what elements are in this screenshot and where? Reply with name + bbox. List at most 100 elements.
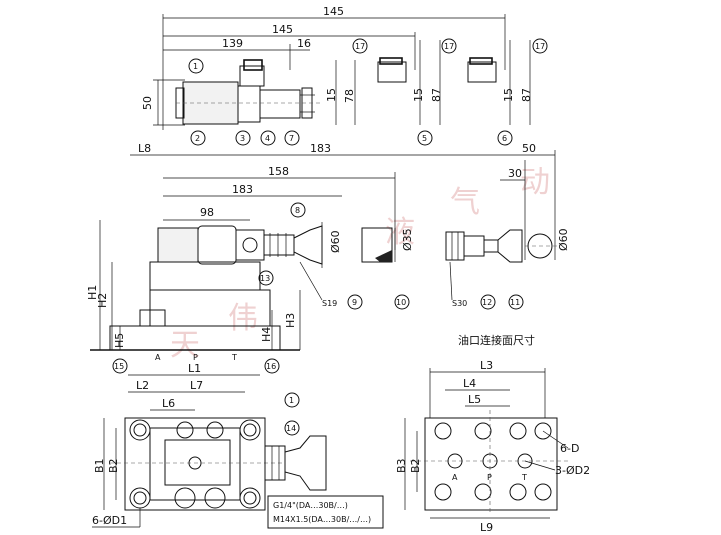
dim-145: 145 — [272, 23, 293, 36]
svg-text:17: 17 — [355, 42, 365, 51]
dim-L2: L2 — [136, 379, 149, 392]
watermark-char: 伟 — [228, 301, 258, 336]
svg-text:15: 15 — [114, 362, 124, 371]
dim-L9: L9 — [480, 521, 493, 534]
balloon: 17 — [441, 38, 457, 54]
dim-158: 158 — [268, 165, 289, 178]
balloon: 11 — [508, 294, 524, 310]
dim-H5: H5 — [113, 333, 126, 348]
svg-text:16: 16 — [266, 362, 276, 371]
dim-50-left: 50 — [141, 96, 154, 110]
balloon: 7 — [284, 130, 300, 146]
dim-H3: H3 — [284, 313, 297, 328]
watermark-char: 动 — [520, 165, 550, 200]
dim-15-a: 15 — [325, 88, 338, 102]
dim-L3: L3 — [480, 359, 493, 372]
balloon: 17 — [532, 38, 548, 54]
dim-50-right: 50 — [522, 142, 536, 155]
svg-text:17: 17 — [444, 42, 454, 51]
dim-B2: B2 — [107, 458, 120, 473]
plan-view-group: L1 L2 L7 L6 B1 B2 6-ØD1 — [92, 362, 384, 529]
valve-front-body — [157, 227, 199, 263]
port-T-label: T — [231, 353, 237, 362]
plan-knob — [284, 435, 327, 491]
svg-text:1: 1 — [289, 396, 294, 405]
balloon: 6 — [497, 130, 513, 146]
dim-S30: S30 — [452, 299, 467, 308]
dim-H1: H1 — [86, 285, 99, 300]
dim-L8: L8 — [138, 142, 151, 155]
balloon: 4 — [260, 130, 276, 146]
svg-text:4: 4 — [265, 134, 270, 143]
dim-183-top: 183 — [310, 142, 331, 155]
svg-text:2: 2 — [195, 134, 200, 143]
svg-text:8: 8 — [295, 206, 300, 215]
dim-H4: H4 — [260, 327, 273, 342]
port-A2-label: A — [452, 473, 458, 482]
svg-text:1: 1 — [193, 62, 198, 71]
dim-H2: H2 — [96, 293, 109, 308]
balloon: 10 — [394, 294, 410, 310]
balloon: 12 — [480, 294, 496, 310]
dim-145-top: 145 — [323, 5, 344, 18]
dim-98: 98 — [200, 206, 214, 219]
dim-15-c: 15 — [502, 88, 515, 102]
balloon: 15 — [112, 358, 128, 374]
balloon: 1 — [188, 58, 204, 74]
dim-S19: S19 — [322, 299, 337, 308]
dim-30: 30 — [508, 167, 522, 180]
dim-6D1: 6-ØD1 — [92, 514, 127, 527]
balloon: 14 — [284, 420, 300, 436]
svg-text:5: 5 — [422, 134, 427, 143]
front-view-group: L8 183 50 158 183 30 98 Ø60 — [86, 142, 570, 374]
svg-text:12: 12 — [482, 298, 492, 307]
dim-L1: L1 — [188, 362, 201, 375]
svg-text:13: 13 — [260, 274, 270, 283]
port-interface-plate — [424, 417, 558, 511]
dim-L4: L4 — [463, 377, 476, 390]
dim-phi60-a: Ø60 — [329, 230, 342, 253]
svg-text:17: 17 — [535, 42, 545, 51]
dim-B2-right: B2 — [409, 458, 422, 473]
watermark-char: 气 — [450, 185, 480, 220]
port-interface-group: 油口连接面尺寸 L3 L4 L5 A P T B3 B2 6-D 3-ØD2 — [395, 333, 590, 534]
svg-text:3: 3 — [240, 134, 245, 143]
dim-78: 78 — [343, 89, 356, 103]
section-title: 油口连接面尺寸 — [458, 333, 535, 347]
svg-text:10: 10 — [396, 298, 406, 307]
svg-text:9: 9 — [352, 298, 357, 307]
balloon: 13 — [258, 270, 274, 286]
dim-16: 16 — [297, 37, 311, 50]
port-P-label: P — [193, 353, 198, 362]
svg-text:11: 11 — [510, 298, 520, 307]
top-view-group: 145 145 139 16 50 15 78 15 87 — [141, 5, 548, 146]
balloon: 9 — [347, 294, 363, 310]
balloon: 8 — [290, 202, 306, 218]
dim-3D2: 3-ØD2 — [555, 464, 590, 477]
dim-183: 183 — [232, 183, 253, 196]
dim-6D: 6-D — [560, 442, 579, 455]
dim-phi60-b: Ø60 — [557, 228, 570, 251]
balloon: 2 — [190, 130, 206, 146]
svg-text:7: 7 — [289, 134, 294, 143]
dim-phi35: Ø35 — [401, 228, 414, 251]
balloon: 17 — [352, 38, 368, 54]
port-T2-label: T — [521, 473, 527, 482]
balloon: 5 — [417, 130, 433, 146]
port-A-label: A — [155, 353, 161, 362]
watermark-char: 天 — [170, 328, 200, 363]
balloon: 3 — [235, 130, 251, 146]
svg-text:6: 6 — [502, 134, 507, 143]
dim-L6: L6 — [162, 397, 175, 410]
dim-15-b: 15 — [412, 88, 425, 102]
dim-L5: L5 — [468, 393, 481, 406]
balloon: 16 — [264, 358, 280, 374]
dim-L7: L7 — [190, 379, 203, 392]
dim-87-a: 87 — [430, 88, 443, 102]
watermark: 液 气 动 天 伟 — [170, 165, 550, 363]
knob-handle — [293, 225, 323, 265]
dim-B1: B1 — [93, 458, 106, 473]
balloon: 1 — [284, 392, 300, 408]
dim-139: 139 — [222, 37, 243, 50]
